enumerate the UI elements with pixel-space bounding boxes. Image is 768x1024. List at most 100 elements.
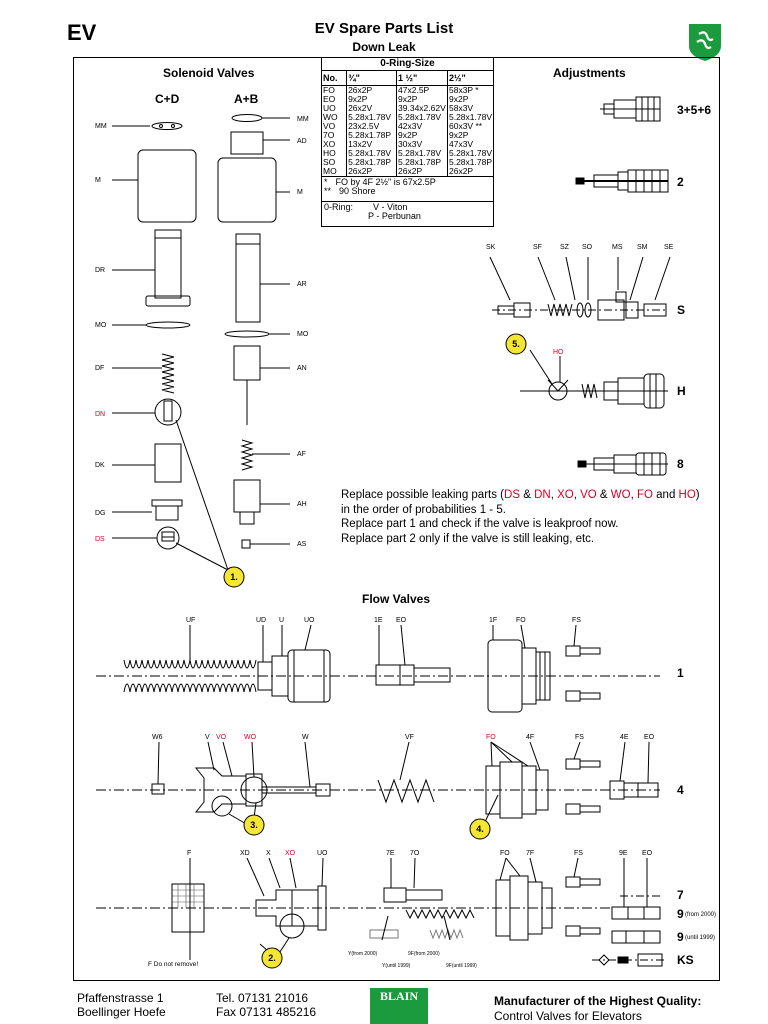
label-uf: UF	[186, 617, 195, 624]
ab-title: A+B	[234, 92, 259, 106]
oring-part-code: MO	[323, 166, 337, 176]
label-uo-1: UO	[304, 617, 315, 624]
brand-code: EV	[67, 20, 97, 45]
flow-row-labels: 1 4 7 9 9 KS	[677, 666, 694, 967]
oring-size-cell: 23x2.5V	[346, 122, 397, 131]
legend-perbunan: P - Perbunan	[368, 211, 421, 221]
oring-size-cell: 5.28x1.78P	[346, 131, 397, 140]
label-df: DF	[95, 365, 104, 372]
label-7f: 7F	[526, 850, 534, 857]
label-7o: 7O	[410, 850, 420, 857]
oring-size-cell: 5.28x1.78V	[396, 113, 448, 122]
oring-size-cell: 9x2P	[346, 95, 397, 104]
label-fs-7: FS	[574, 850, 583, 857]
adjustments-section-title: Adjustments	[553, 66, 626, 80]
oring-size-cell: 5.28x1.78V	[346, 149, 397, 158]
tagline-2: Control Valves for Elevators	[494, 1009, 642, 1023]
note-mark: *	[324, 177, 328, 187]
note-y-until: Y(until 1999)	[382, 963, 411, 969]
label-sm: SM	[637, 244, 648, 251]
label-ud: UD	[256, 617, 266, 624]
label-af: AF	[297, 451, 306, 458]
oring-size-cell: 26x2P	[346, 167, 397, 176]
label-u: U	[279, 617, 284, 624]
row9-notes: (from 2000) (until 1999)	[685, 912, 716, 941]
label-eo-4: EO	[644, 734, 655, 741]
flow7-small-notes: Y(from 2000) Y(until 1999) 9F(from 2000)…	[348, 951, 477, 969]
label-mo-left: MO	[95, 322, 107, 329]
row9-until-note: (until 1999)	[685, 935, 715, 941]
tagline-1: Manufacturer of the Highest Quality:	[494, 994, 702, 1008]
adjustment-parts	[489, 96, 671, 476]
flow7-labels: F XD X XO UO 7E 7O FO 7F FS 9E EO	[187, 850, 653, 857]
label-mo-right: MO	[297, 331, 309, 338]
note-text: 90 Shore	[339, 186, 376, 196]
oring-size-cell: 58x3V	[446, 104, 493, 113]
adjustment-labels: SK SF SZ SO MS SM SE HO	[486, 244, 674, 356]
label-dr: DR	[95, 267, 105, 274]
oring-part-code: HO	[323, 148, 336, 158]
label-4f: 4F	[526, 734, 534, 741]
label-f: F	[187, 850, 191, 857]
adjustment-row-labels: 3+5+6 2 S H 8	[677, 103, 711, 471]
label-mm-right: MM	[297, 116, 309, 123]
oring-part-code: XO	[323, 139, 336, 149]
cd-title: C+D	[155, 92, 180, 106]
oring-size-cell: 42x3V	[396, 122, 448, 131]
label-sf: SF	[533, 244, 542, 251]
label-fo-4: FO	[486, 734, 496, 741]
flow1-labels: UF UD U UO 1E EO 1F FO FS	[186, 617, 581, 624]
label-v: V	[205, 734, 210, 741]
footer: Pfaffenstrasse 1 Boellinger Hoefe Tel. 0…	[0, 988, 768, 1024]
badge-4: 4.	[469, 818, 491, 840]
badge-1: 1.	[223, 566, 245, 588]
shield-logo-icon	[689, 24, 721, 61]
label-m-right: M	[297, 189, 303, 196]
solenoid-cd-stack	[137, 122, 197, 550]
row-label-s: S	[677, 303, 685, 317]
col-two-half: 2½"	[446, 71, 493, 86]
note-f-do-not-remove: F Do not remove!	[148, 961, 198, 968]
label-7e: 7E	[386, 850, 395, 857]
label-vo: VO	[216, 734, 227, 741]
oring-part-code: WO	[323, 112, 338, 122]
oring-size-cell: 5.28x1.78V	[446, 112, 493, 122]
label-so: SO	[582, 244, 593, 251]
solenoid-labels: MM M DR MO DF DN DK DG DS MM AD M AR MO …	[95, 116, 309, 548]
row-label-2: 2	[677, 175, 684, 189]
oring-size-cell: 5.28x1.78V	[396, 149, 448, 158]
label-ho: HO	[553, 349, 564, 356]
label-ms: MS	[612, 244, 623, 251]
oring-size-cell: 47x2.5P	[396, 85, 448, 95]
label-fs-1: FS	[572, 617, 581, 624]
row-label-4: 4	[677, 783, 684, 797]
oring-part-code: 7O	[323, 130, 335, 140]
oring-table-title: 0-Ring-Size	[322, 58, 493, 71]
blain-logo-text: BLAIN	[379, 989, 418, 1003]
probability-badges: 1. 2. 3. 4. 5.	[223, 333, 527, 969]
label-fs-4: FS	[575, 734, 584, 741]
blain-logo: BLAIN	[370, 988, 428, 1024]
label-sz: SZ	[560, 244, 570, 251]
col-no: No.	[322, 71, 347, 86]
badge-leaders	[228, 794, 499, 959]
note-text: FO by 4F 2½" is 67x2.5P	[335, 177, 436, 187]
label-wo: WO	[244, 734, 257, 741]
oring-size-cell: 30x3V	[396, 140, 448, 149]
label-se: SE	[664, 244, 674, 251]
instruction-line-3: Replace part 1 and check if the valve is…	[341, 518, 619, 530]
flow-row-4	[96, 741, 660, 819]
address-line-2: Boellinger Hoefe	[77, 1005, 166, 1019]
legend-viton: V - Viton	[373, 202, 408, 212]
telephone: Tel. 07131 21016	[216, 991, 309, 1005]
instruction-line-2: in the order of probabilities 1 - 5.	[341, 503, 506, 516]
instruction-line-1: Replace possible leaking parts (DS & DN,…	[341, 489, 700, 501]
